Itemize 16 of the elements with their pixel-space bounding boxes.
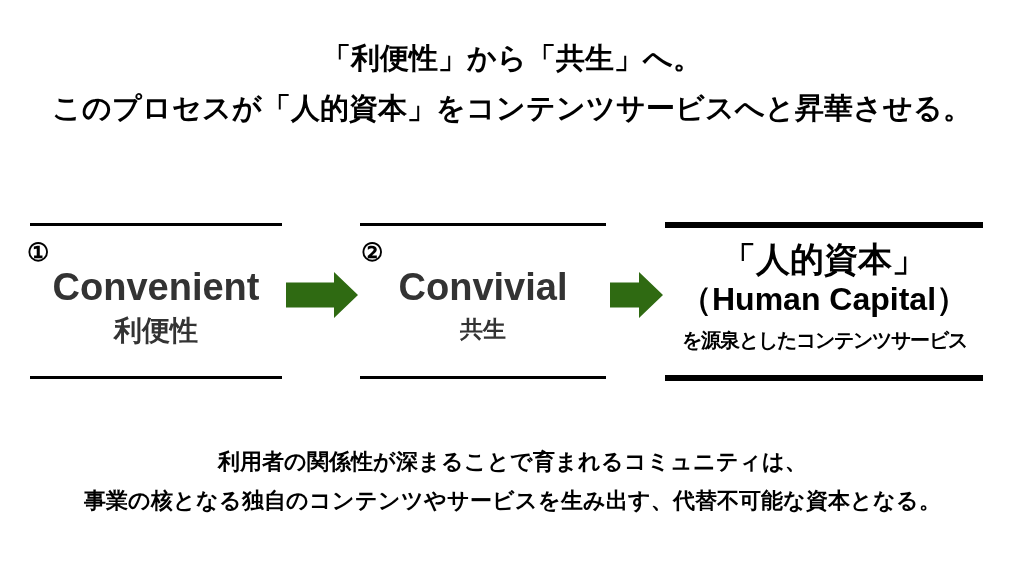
step-subtitle: 共生 [460, 315, 506, 343]
step-band [30, 223, 282, 379]
step-number: ② [361, 238, 383, 266]
result-description: を源泉としたコンテンツサービス [681, 328, 967, 352]
block-arrow [286, 272, 358, 318]
step-band [360, 223, 606, 379]
result-subheading: （Human Capital） [680, 280, 968, 319]
title: 「利便性」から「共生」へ。このプロセスが「人的資本」をコンテンツサービスへと昇華させる。 [52, 41, 972, 126]
caption: 利用者の関係性が深まることで育まれるコミュニティは、事業の核となる独自のコンテンツやサービスを生み出す、代替不可能な資本となる。 [83, 448, 941, 515]
block-arrow [610, 272, 663, 318]
result-band [665, 222, 983, 381]
step-number: ① [27, 238, 49, 266]
result-heading: 「人的資本」 [722, 239, 926, 279]
step-title: Convenient [52, 265, 260, 310]
step-title: Convivial [398, 265, 568, 310]
step-subtitle: 利便性 [114, 314, 198, 348]
